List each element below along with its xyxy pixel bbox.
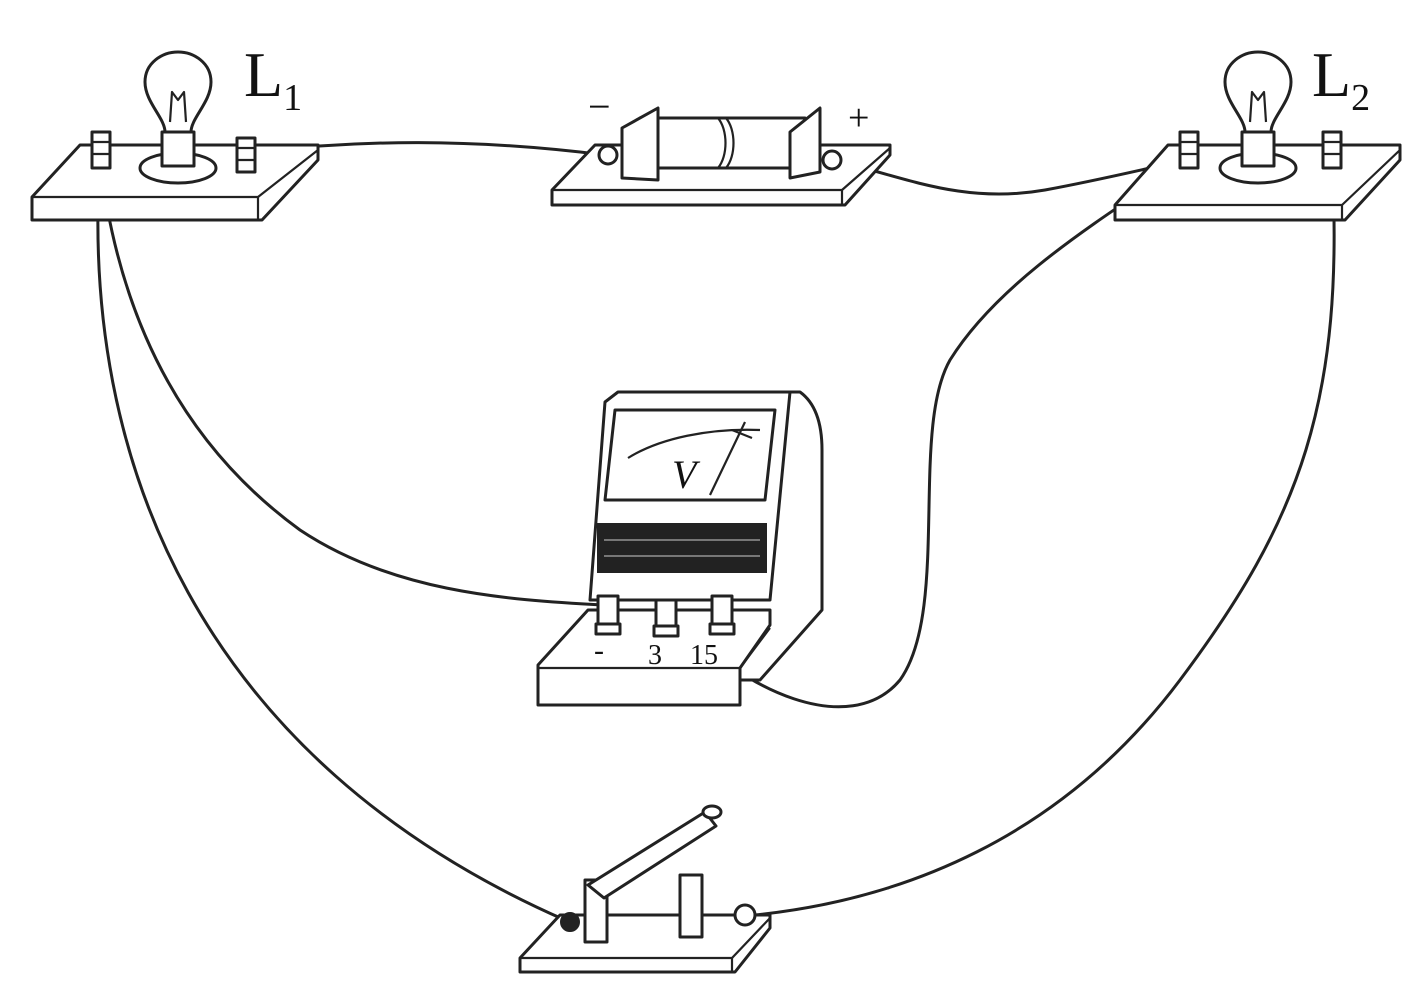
bulb-l2-icon xyxy=(1223,50,1293,134)
l1-left-post-icon xyxy=(90,130,112,170)
wires xyxy=(96,141,1336,922)
wire-l2-right-to-switch xyxy=(753,158,1336,917)
lamp1-label: L1 xyxy=(244,39,302,119)
switch-lever-icon xyxy=(586,810,718,900)
l2-left-post-icon xyxy=(1178,130,1200,170)
voltmeter-15-label: 15 xyxy=(690,640,718,671)
bulb-l1-icon xyxy=(143,50,213,134)
lamp-l1: L1 xyxy=(30,39,320,222)
voltmeter-15-terminal-icon xyxy=(708,594,736,636)
voltmeter-neg-terminal-icon xyxy=(594,594,622,636)
wire-l2-left-to-voltmeter-15 xyxy=(678,158,1190,709)
voltmeter-3-terminal-icon xyxy=(652,598,680,638)
wire-l1-left-to-switch xyxy=(96,158,567,922)
l2-right-post-icon xyxy=(1321,130,1343,170)
voltmeter-band xyxy=(597,523,767,573)
lamp2-label: L2 xyxy=(1312,39,1370,119)
voltmeter-label: V xyxy=(672,452,701,497)
wire-l1-left-to-voltmeter-neg xyxy=(98,158,607,607)
voltmeter-neg-label: - xyxy=(594,634,604,667)
battery-pos-label: + xyxy=(848,97,869,139)
battery-neg-label: − xyxy=(588,84,611,129)
voltmeter: V - 3 15 xyxy=(536,390,824,707)
lamp-l2: L2 xyxy=(1113,39,1402,222)
voltmeter-3-label: 3 xyxy=(648,640,662,671)
battery: − + xyxy=(550,84,892,207)
l1-right-post-icon xyxy=(235,136,257,174)
switch xyxy=(518,804,772,974)
